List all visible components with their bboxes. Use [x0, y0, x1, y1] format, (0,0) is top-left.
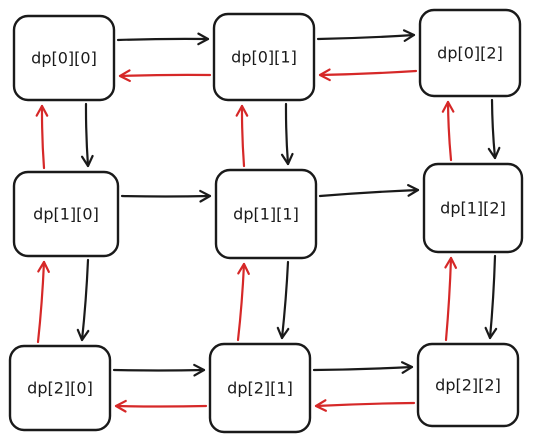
node-dp-0-0: dp[0][0] — [12, 14, 116, 102]
edge-line — [116, 37, 210, 42]
edge-forward-1-1-to-1-2 — [318, 184, 420, 198]
edge-line — [112, 368, 206, 372]
edges-layer — [35, 29, 501, 413]
node-dp-0-1: dp[0][1] — [212, 12, 316, 102]
edge-line — [284, 102, 290, 166]
edge-line — [488, 254, 497, 340]
edge-forward-0-0-to-1-0 — [80, 102, 94, 168]
edge-line — [444, 256, 453, 342]
node-box — [12, 14, 116, 102]
edge-line — [314, 401, 416, 408]
edge-line — [114, 404, 208, 408]
edge-line — [490, 98, 497, 160]
edge-forward-1-0-to-1-1 — [120, 189, 212, 203]
arrowhead-icon — [80, 154, 94, 168]
node-label: dp[1][1] — [233, 205, 299, 224]
node-dp-1-2: dp[1][2] — [422, 162, 524, 254]
edge-line — [240, 104, 246, 168]
arrowhead-icon — [487, 146, 501, 160]
node-box — [422, 162, 524, 254]
edge-forward-0-1-to-1-1 — [280, 102, 294, 166]
node-label: dp[2][2] — [435, 376, 501, 395]
arrowhead-icon — [37, 260, 50, 273]
arrowhead-icon — [35, 104, 49, 117]
edge-line — [84, 102, 90, 168]
arrowhead-icon — [193, 363, 206, 377]
node-box — [8, 344, 112, 432]
node-dp-1-1: dp[1][1] — [214, 168, 318, 260]
node-label: dp[0][2] — [437, 44, 503, 63]
node-label: dp[0][1] — [231, 48, 297, 67]
arrowhead-icon — [441, 100, 455, 113]
node-dp-0-2: dp[0][2] — [418, 8, 522, 98]
node-box — [416, 342, 520, 428]
edge-backward-2-0-to-1-0 — [36, 260, 50, 344]
edge-backward-0-2-to-0-1 — [318, 68, 418, 82]
node-dp-2-2: dp[2][2] — [416, 342, 520, 428]
edge-forward-2-0-to-2-1 — [112, 363, 206, 377]
edge-line — [280, 260, 290, 340]
edge-backward-1-0-to-0-0 — [35, 104, 49, 170]
edge-backward-1-1-to-0-1 — [235, 104, 249, 168]
arrowhead-icon — [400, 361, 414, 374]
node-box — [208, 342, 312, 434]
node-box — [214, 168, 318, 260]
edge-forward-0-0-to-0-1 — [116, 32, 210, 46]
edge-line — [80, 258, 90, 342]
edge-backward-2-1-to-2-0 — [114, 399, 208, 413]
node-dp-1-0: dp[1][0] — [12, 170, 120, 258]
edge-line — [446, 100, 453, 162]
edge-forward-1-0-to-2-0 — [76, 258, 90, 342]
edge-line — [118, 73, 212, 78]
edge-backward-2-2-to-2-1 — [314, 399, 416, 412]
arrowhead-icon — [280, 152, 294, 166]
arrowhead-icon — [197, 32, 210, 46]
node-label: dp[1][0] — [33, 205, 99, 224]
arrowhead-icon — [118, 69, 131, 83]
arrowhead-icon — [407, 184, 420, 197]
node-box — [12, 170, 120, 258]
arrowhead-icon — [314, 399, 328, 412]
nodes-layer: dp[0][0] dp[0][1] dp[0][2] dp[1][0] dp[1][1]… — [8, 8, 524, 434]
arrowhead-icon — [235, 104, 249, 117]
arrowhead-icon — [444, 256, 458, 269]
arrowhead-icon — [402, 29, 416, 42]
edge-line — [312, 365, 414, 372]
edge-backward-1-2-to-0-2 — [441, 100, 455, 162]
arrowhead-icon — [237, 262, 250, 275]
node-label: dp[0][0] — [31, 49, 97, 68]
edge-forward-1-2-to-2-2 — [484, 254, 498, 340]
node-box — [418, 8, 522, 98]
edge-line — [236, 262, 246, 342]
edge-line — [120, 194, 212, 198]
node-label: dp[1][2] — [440, 199, 506, 218]
edge-forward-0-2-to-1-2 — [487, 98, 501, 160]
arrowhead-icon — [114, 399, 127, 413]
node-box — [212, 12, 316, 102]
edge-line — [36, 260, 46, 344]
arrowhead-icon — [318, 68, 331, 82]
edge-backward-2-2-to-1-2 — [444, 256, 458, 342]
node-label: dp[2][0] — [27, 379, 93, 398]
node-dp-2-1: dp[2][1] — [208, 342, 312, 434]
edge-backward-2-1-to-1-1 — [236, 262, 250, 342]
edge-line — [318, 188, 420, 198]
arrowhead-icon — [76, 328, 90, 342]
arrowhead-icon — [276, 326, 290, 340]
edge-backward-0-1-to-0-0 — [118, 69, 212, 83]
edge-forward-1-1-to-2-1 — [276, 260, 290, 340]
edge-line — [316, 33, 416, 41]
node-dp-2-0: dp[2][0] — [8, 344, 112, 432]
edge-forward-0-1-to-0-2 — [316, 29, 416, 42]
arrowhead-icon — [199, 189, 212, 203]
node-label: dp[2][1] — [227, 379, 293, 398]
edge-forward-2-1-to-2-2 — [312, 361, 414, 374]
edge-line — [318, 69, 418, 77]
arrowhead-icon — [484, 326, 498, 340]
edge-line — [40, 104, 46, 170]
